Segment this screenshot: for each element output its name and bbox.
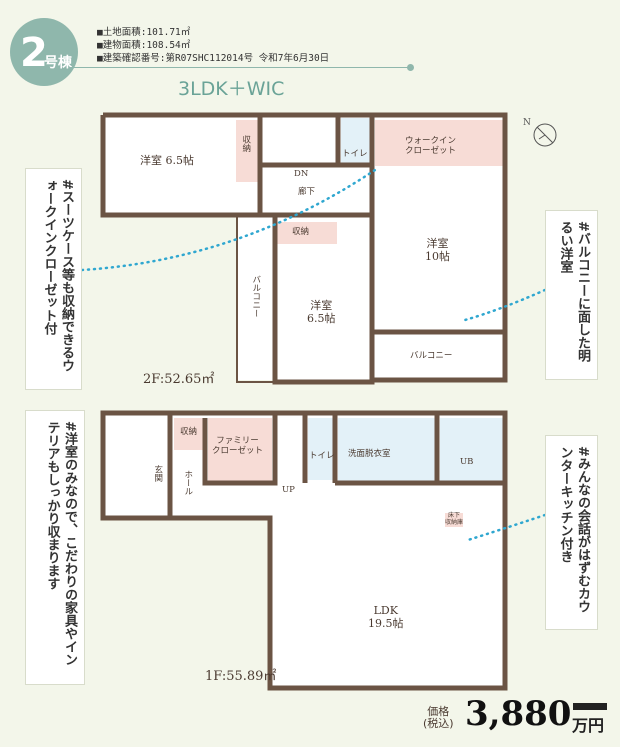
price-value: 3,880 [465,694,572,734]
room-hall-2f: 廊下 [298,187,316,197]
room-main-bedroom: 洋室 10帖 [425,237,450,263]
closet-fills [174,118,503,482]
compass-north-icon: N [523,118,557,147]
callout-balcony-room: #バルコニーに面した明るい洋室 [545,210,598,380]
price-note-badge [573,703,607,710]
price-unit: 万円 [572,716,605,735]
callout-kitchen: #みんなの会話がはずむカウンターキッチン付き [545,435,598,630]
callout-furniture: #洋室のみなので、こだわりの家具やインテリアもしっかり収まります [25,410,85,685]
stairs-dn: DN [294,169,309,179]
building-suffix: 号棟 [44,55,72,71]
floor2-area: 2F:52.65㎡ [143,372,215,387]
room-storage-1f: 収納 [180,427,198,437]
balcony-front: バルコニー [410,351,453,361]
confirmation-number: ■建築確認番号:第R07SHC112014号 令和7年6月30日 [97,53,330,64]
callout-lines [80,168,547,542]
room-hall-1f: ホール [182,470,193,496]
room-toilet-1f: トイレ [309,451,335,461]
building-area: ■建物面積:108.54㎡ [97,40,191,51]
price-label: 価格 (税込) [423,705,454,731]
stairs-up: UP [282,485,295,495]
room-bath: UB [460,457,474,467]
walls [100,112,508,691]
room-ldk: LDK 19.5帖 [368,604,404,630]
balcony-side: バルコニー [250,275,261,318]
land-area: ■土地面積:101.71㎡ [97,27,191,38]
underfloor-storage: 床下 収納庫 [445,512,464,527]
building-number: 2 [20,30,48,76]
room-storage-2f-1: 収納 [240,135,251,152]
room-wic: ウォークイン クローゼット [405,136,457,156]
divider [70,67,410,68]
room-bedroom-3: 洋室 6.5帖 [307,299,336,325]
room-toilet-2f: トイレ [342,149,368,159]
callout-wic: #スーツケース等も収納できるウォークインクローゼット付 [25,168,82,390]
divider-dot [407,64,414,71]
room-washroom: 洗面脱衣室 [348,449,391,459]
room-west-bedroom: 洋室 6.5帖 [140,154,194,167]
room-family-closet: ファミリー クローゼット [212,436,264,456]
room-storage-2f-2: 収納 [292,227,310,237]
room-entrance: 玄関 [152,465,163,482]
plan-type: 3LDK＋WIC [178,78,285,100]
svg-text:N: N [523,118,531,128]
floor1-area: 1F:55.89㎡ [205,669,277,684]
